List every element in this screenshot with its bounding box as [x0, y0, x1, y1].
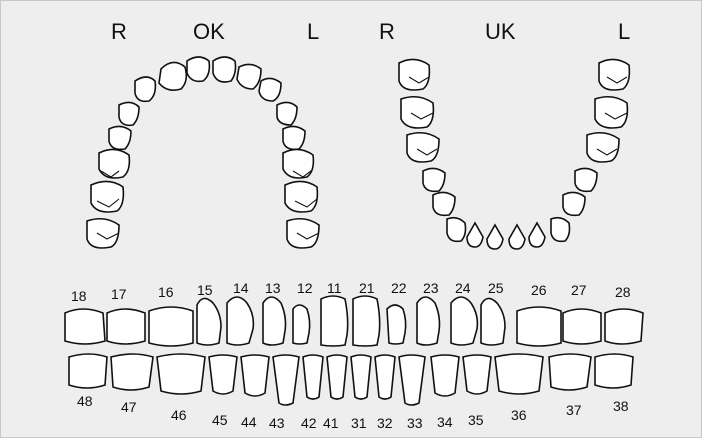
tooth-number-42: 42	[301, 415, 317, 431]
upper-teeth-row	[65, 296, 643, 346]
lower-arch	[399, 59, 629, 249]
upper-left-label: L	[307, 19, 319, 44]
tooth-number-37: 37	[566, 402, 582, 418]
lower-jaw-label: UK	[485, 19, 516, 44]
tooth-number-25: 25	[488, 280, 504, 296]
upper-right-label: R	[111, 19, 127, 44]
tooth-number-33: 33	[407, 415, 423, 431]
upper-jaw-label: OK	[193, 19, 225, 44]
tooth-number-21: 21	[359, 280, 375, 296]
tooth-number-11: 11	[327, 280, 342, 296]
tooth-number-35: 35	[468, 412, 484, 428]
lower-tooth-numbers: 48 47 46 45 44 43 42 41 31 32 33 34 35 3…	[77, 393, 629, 431]
tooth-number-28: 28	[615, 284, 631, 300]
tooth-number-43: 43	[269, 415, 285, 431]
upper-arch	[87, 57, 319, 248]
tooth-number-38: 38	[613, 398, 629, 414]
tooth-number-24: 24	[455, 280, 471, 296]
tooth-number-17: 17	[111, 286, 127, 302]
tooth-number-34: 34	[437, 414, 453, 430]
tooth-number-16: 16	[158, 284, 174, 300]
tooth-number-44: 44	[241, 414, 257, 430]
tooth-number-18: 18	[71, 288, 87, 304]
tooth-number-48: 48	[77, 393, 93, 409]
tooth-number-12: 12	[297, 280, 313, 296]
lower-teeth-row	[69, 354, 633, 405]
lower-right-label: R	[379, 19, 395, 44]
tooth-number-31: 31	[351, 415, 367, 431]
lower-left-label: L	[618, 19, 630, 44]
tooth-number-14: 14	[233, 280, 249, 296]
tooth-number-46: 46	[171, 407, 187, 423]
tooth-number-23: 23	[423, 280, 439, 296]
tooth-number-32: 32	[377, 415, 393, 431]
tooth-number-47: 47	[121, 399, 137, 415]
tooth-number-15: 15	[197, 282, 213, 298]
tooth-number-22: 22	[391, 280, 407, 296]
tooth-number-41: 41	[323, 415, 339, 431]
upper-tooth-numbers: 18 17 16 15 14 13 12 11 21 22 23 24 25 2…	[71, 280, 631, 304]
tooth-number-13: 13	[265, 280, 281, 296]
tooth-number-36: 36	[511, 407, 527, 423]
tooth-number-27: 27	[571, 282, 587, 298]
tooth-number-26: 26	[531, 282, 547, 298]
tooth-number-45: 45	[212, 412, 228, 428]
